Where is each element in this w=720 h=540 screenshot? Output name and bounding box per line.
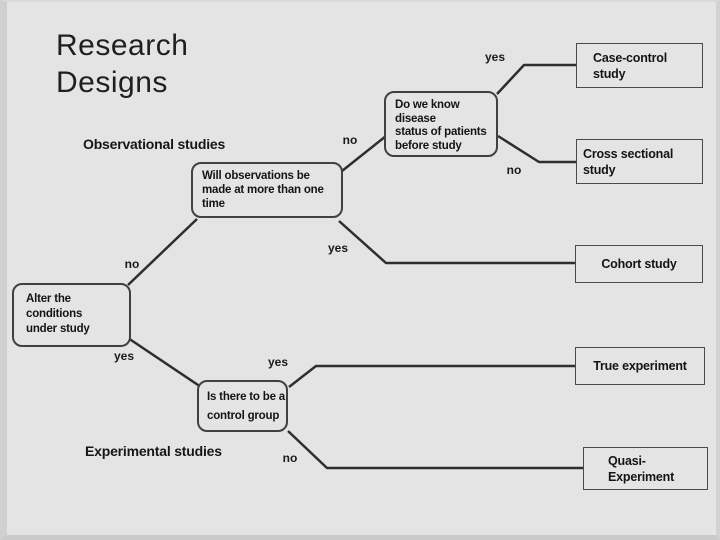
- edge-label-alter-no: no: [124, 257, 140, 271]
- edge-label-observations-yes: yes: [327, 241, 349, 255]
- edge-label-control-no: no: [282, 451, 298, 465]
- decision-node-alter-conditions: Alter the conditions under study: [12, 283, 131, 347]
- section-label-observational: Observational studies: [83, 136, 226, 152]
- section-label-experimental: Experimental studies: [85, 443, 222, 459]
- edge-label-alter-yes: yes: [113, 349, 135, 363]
- edge-control-yes: [288, 364, 578, 388]
- edge-disease-no: [497, 134, 578, 164]
- edge-alter-yes: [127, 336, 202, 389]
- outcome-node-case-control-study: Case-control study: [576, 43, 703, 88]
- outcome-node-cohort-study: Cohort study: [575, 245, 703, 283]
- edge-label-observations-no: no: [342, 133, 358, 147]
- edge-disease-yes: [496, 63, 578, 95]
- edge-label-control-yes: yes: [267, 355, 289, 369]
- outcome-node-quasi-experiment: Quasi- Experiment: [583, 447, 708, 490]
- edge-observations-yes: [338, 220, 577, 265]
- edge-observations-no: [341, 135, 387, 172]
- slide-title: Research Designs: [56, 29, 189, 99]
- outcome-node-true-experiment: True experiment: [575, 347, 705, 385]
- edge-label-disease-no: no: [506, 163, 522, 177]
- decision-node-observations-timing: Will observations be made at more than o…: [191, 162, 343, 218]
- decision-node-control-group: Is there to be a control group: [197, 380, 288, 432]
- decision-node-disease-status: Do we know disease status of patients be…: [384, 91, 498, 157]
- edge-control-no: [287, 430, 585, 470]
- edge-label-disease-yes: yes: [484, 50, 506, 64]
- outcome-node-cross-sectional-study: Cross sectional study: [576, 139, 703, 184]
- edge-alter-no: [127, 218, 198, 286]
